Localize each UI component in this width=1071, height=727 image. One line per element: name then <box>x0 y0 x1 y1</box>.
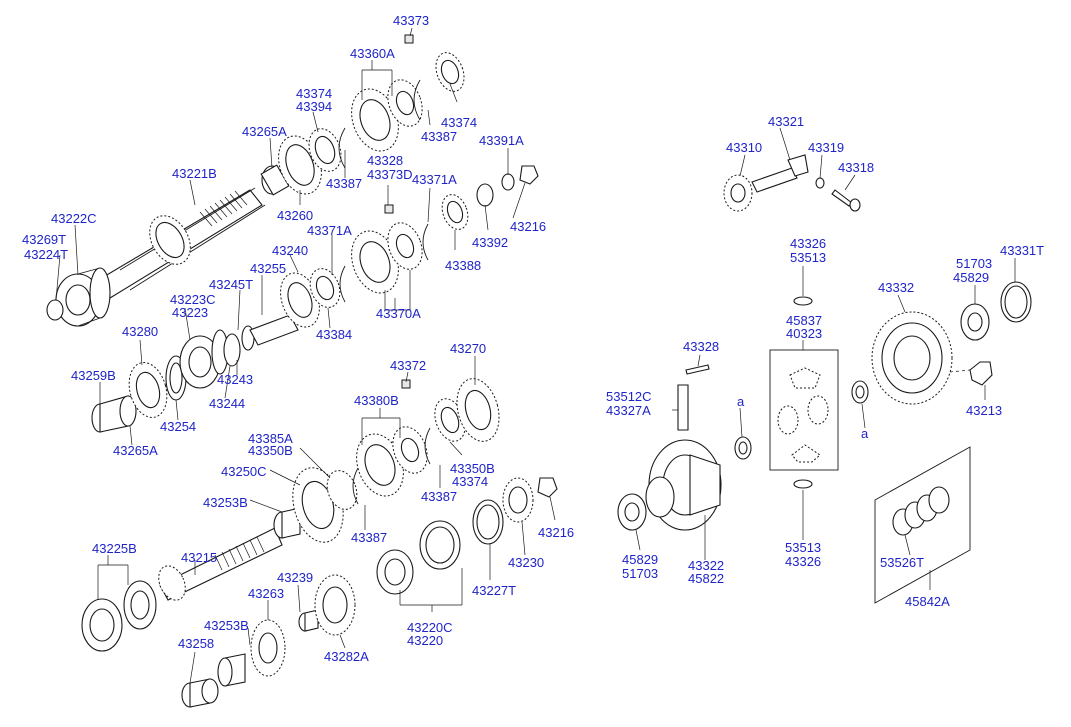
label-43384: 43384 <box>316 327 352 342</box>
label-43392: 43392 <box>472 235 508 250</box>
label-43221b: 43221B <box>172 166 217 181</box>
label-43350b-l: 43350B <box>248 443 293 458</box>
label-53513-a: 53513 <box>790 250 826 265</box>
label-43239: 43239 <box>277 570 313 585</box>
label-43326-a: 43326 <box>790 236 826 251</box>
label-43220c: 43220C <box>407 620 453 635</box>
label-43387-b: 43387 <box>326 176 362 191</box>
label-43280: 43280 <box>122 324 158 339</box>
middle-shaft-assembly <box>91 165 539 433</box>
label-43380b: 43380B <box>354 393 399 408</box>
label-43225b: 43225B <box>92 541 137 556</box>
label-53526t: 53526T <box>880 555 924 570</box>
label-45829-a: 45829 <box>953 270 989 285</box>
label-43223: 43223 <box>172 305 208 320</box>
differential-assembly <box>617 154 1032 604</box>
shaft-43255 <box>249 314 299 346</box>
label-53513-b: 53513 <box>785 540 821 555</box>
shaft-43321 <box>751 167 798 193</box>
label-43326-b: 43326 <box>785 554 821 569</box>
label-43327a: 43327A <box>606 403 651 418</box>
label-45822: 45822 <box>688 571 724 586</box>
label-43282a: 43282A <box>324 649 369 664</box>
label-43260: 43260 <box>277 208 313 223</box>
label-43371a-r: 43371A <box>412 172 457 187</box>
label-43250c: 43250C <box>221 464 267 479</box>
label-43253b-b: 43253B <box>204 618 249 633</box>
label-43223c: 43223C <box>170 292 216 307</box>
nut-43216-bottom <box>537 477 558 498</box>
label-43230: 43230 <box>508 555 544 570</box>
snap-ring-43269t <box>46 299 64 321</box>
upper-shaft-assembly <box>46 34 465 327</box>
leader-lines <box>55 27 1016 684</box>
label-53512c: 53512C <box>606 389 652 404</box>
label-43318: 43318 <box>838 160 874 175</box>
label-43373: 43373 <box>393 13 429 28</box>
label-43216-a: 43216 <box>510 219 546 234</box>
label-43374-b: 43374 <box>441 115 477 130</box>
label-43328-b: 43328 <box>683 339 719 354</box>
label-43240: 43240 <box>272 243 308 258</box>
label-40323: 40323 <box>786 326 822 341</box>
label-43387-d: 43387 <box>351 530 387 545</box>
pinion-box <box>769 349 839 471</box>
label-43244: 43244 <box>209 396 245 411</box>
label-43253b-a: 43253B <box>203 495 248 510</box>
label-43227t: 43227T <box>472 583 516 598</box>
label-43258: 43258 <box>178 636 214 651</box>
label-43270: 43270 <box>450 341 486 356</box>
label-43265a-top: 43265A <box>242 124 287 139</box>
part-labels: 43373 43360A 43374 43394 43265A 43374 43… <box>22 13 1044 664</box>
label-43385a: 43385A <box>248 431 293 446</box>
label-43322: 43322 <box>688 558 724 573</box>
label-43319: 43319 <box>808 140 844 155</box>
label-43332: 43332 <box>878 280 914 295</box>
label-43360a: 43360A <box>350 46 395 61</box>
label-43259b: 43259B <box>71 368 116 383</box>
label-45829-b: 45829 <box>622 552 658 567</box>
label-43265a-bot: 43265A <box>113 443 158 458</box>
label-43370a: 43370A <box>376 306 421 321</box>
label-51703-a: 51703 <box>956 256 992 271</box>
label-a-right: a <box>861 426 869 441</box>
label-43374-c: 43374 <box>452 474 488 489</box>
label-43263: 43263 <box>248 586 284 601</box>
shim-kit-box <box>874 446 971 604</box>
label-51703-b: 51703 <box>622 566 658 581</box>
label-43220: 43220 <box>407 633 443 648</box>
label-43224t: 43224T <box>24 247 68 262</box>
label-43372: 43372 <box>390 358 426 373</box>
label-45837: 45837 <box>786 313 822 328</box>
label-43387-a: 43387 <box>421 129 457 144</box>
label-43245t: 43245T <box>209 277 253 292</box>
label-43387-c: 43387 <box>421 489 457 504</box>
label-43255: 43255 <box>250 261 286 276</box>
label-43371a-l: 43371A <box>307 223 352 238</box>
label-43388: 43388 <box>445 258 481 273</box>
label-43328-a: 43328 <box>367 153 403 168</box>
label-43213: 43213 <box>966 403 1002 418</box>
label-43310: 43310 <box>726 140 762 155</box>
label-45842a: 45842A <box>905 594 950 609</box>
label-43269t: 43269T <box>22 232 66 247</box>
label-43216-b: 43216 <box>538 525 574 540</box>
label-43254: 43254 <box>160 419 196 434</box>
label-43374-a: 43374 <box>296 86 332 101</box>
label-43350b-r: 43350B <box>450 461 495 476</box>
lower-shaft-assembly <box>81 378 558 708</box>
label-43243: 43243 <box>217 372 253 387</box>
key-43373 <box>404 34 414 44</box>
label-43222c: 43222C <box>51 211 97 226</box>
nut-43216-top <box>519 165 539 185</box>
label-43373d: 43373D <box>367 167 413 182</box>
label-43321: 43321 <box>768 114 804 129</box>
label-43331t: 43331T <box>1000 243 1044 258</box>
label-43391a: 43391A <box>479 133 524 148</box>
label-a-left: a <box>737 394 745 409</box>
label-43394: 43394 <box>296 99 332 114</box>
label-43215: 43215 <box>181 550 217 565</box>
